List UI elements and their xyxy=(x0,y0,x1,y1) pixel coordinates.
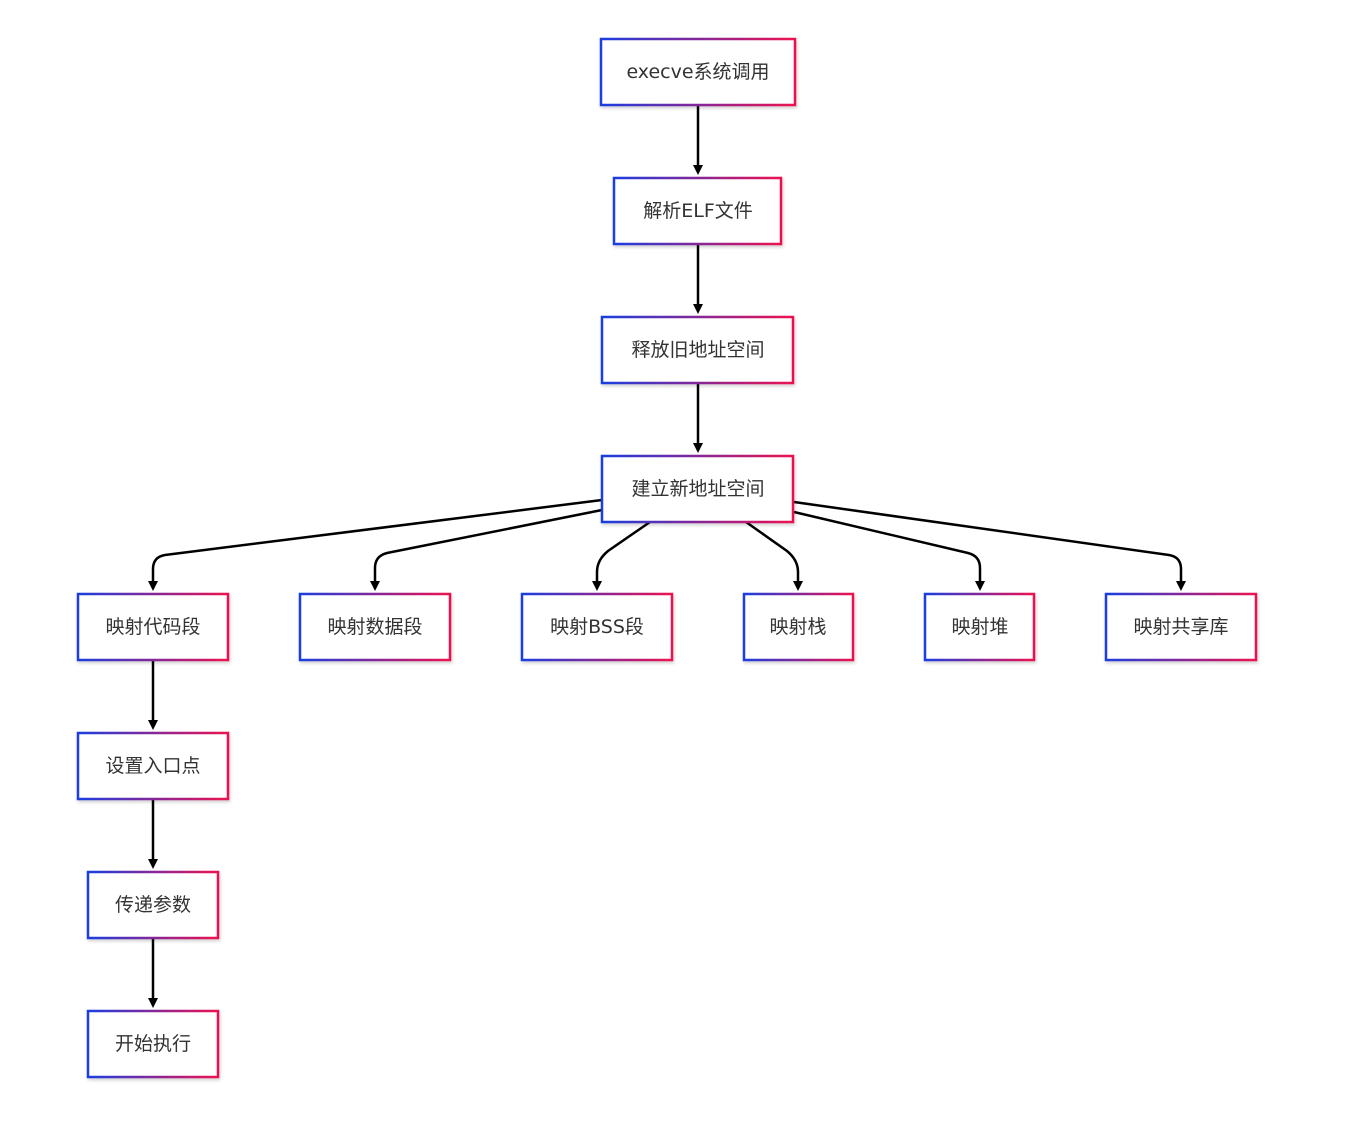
node-free-label: 释放旧地址空间 xyxy=(631,339,764,361)
node-parse-label: 解析ELF文件 xyxy=(643,200,753,222)
node-args: 传递参数 xyxy=(86,870,220,940)
node-build: 建立新地址空间 xyxy=(600,454,795,524)
node-stack: 映射栈 xyxy=(742,592,855,662)
edge-build-to-shlib xyxy=(793,500,1186,591)
node-data: 映射数据段 xyxy=(298,592,452,662)
node-args-label: 传递参数 xyxy=(115,894,191,916)
node-exec: 开始执行 xyxy=(86,1009,220,1079)
nodes: execve系统调用 解析ELF文件 释放旧地址空间 建立新地址空间 映射代码段… xyxy=(76,37,1258,1079)
node-code-label: 映射代码段 xyxy=(105,616,200,638)
edge-build-to-bss xyxy=(592,520,651,591)
node-shlib-label: 映射共享库 xyxy=(1133,616,1228,638)
node-shlib: 映射共享库 xyxy=(1104,592,1258,662)
node-code: 映射代码段 xyxy=(76,592,230,662)
edge-build-to-data xyxy=(370,508,603,591)
node-execve-label: execve系统调用 xyxy=(626,61,769,83)
edge-build-to-heap xyxy=(793,510,985,591)
node-exec-label: 开始执行 xyxy=(115,1033,191,1055)
node-execve: execve系统调用 xyxy=(599,37,797,107)
node-stack-label: 映射栈 xyxy=(769,616,826,638)
node-bss: 映射BSS段 xyxy=(520,592,674,662)
node-data-label: 映射数据段 xyxy=(327,616,422,638)
node-heap-label: 映射堆 xyxy=(951,616,1008,638)
node-entry: 设置入口点 xyxy=(76,731,230,801)
node-heap: 映射堆 xyxy=(923,592,1036,662)
edge-build-to-code xyxy=(148,498,603,591)
node-entry-label: 设置入口点 xyxy=(105,755,200,777)
node-free: 释放旧地址空间 xyxy=(600,315,795,385)
edge-build-to-stack xyxy=(745,520,803,591)
node-parse: 解析ELF文件 xyxy=(612,176,783,246)
node-build-label: 建立新地址空间 xyxy=(631,478,764,500)
node-bss-label: 映射BSS段 xyxy=(550,616,644,638)
edges xyxy=(148,106,1186,1008)
